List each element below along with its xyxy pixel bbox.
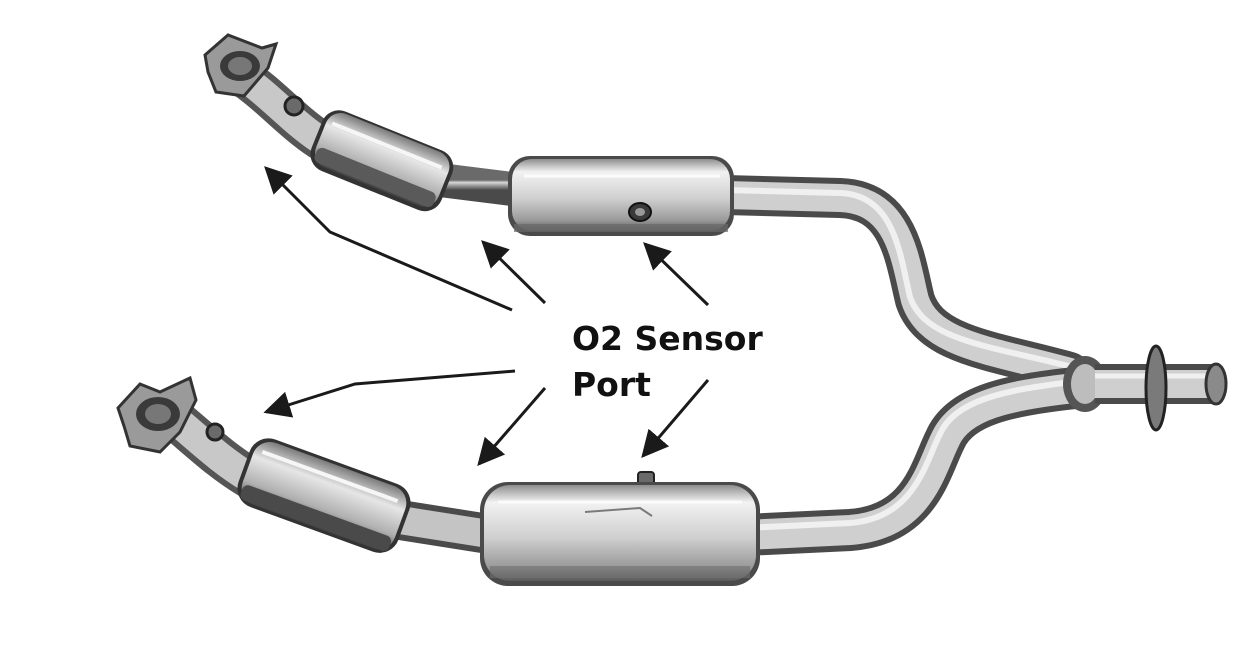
arrow-upper-resonator <box>643 242 710 307</box>
upper-inlet-sensor-boss <box>283 95 305 117</box>
callout-arrows <box>263 166 710 467</box>
upper-branch <box>203 33 1090 392</box>
lower-catalytic-converter <box>237 438 411 553</box>
label-line-2: Port <box>572 365 651 404</box>
arrow-lower-converter <box>641 379 710 459</box>
o2-sensor-port-label: O2 Sensor Port <box>572 316 763 408</box>
arrow-upper-catalyst <box>481 240 547 305</box>
arrow-upper-inlet <box>264 166 513 312</box>
label-line-1: O2 Sensor <box>572 319 763 358</box>
lower-inlet-sensor-boss <box>205 422 225 442</box>
upper-flange <box>203 33 279 98</box>
lower-flange <box>116 375 198 454</box>
lower-branch <box>116 367 1096 586</box>
upper-resonator <box>508 156 734 236</box>
outlet-end <box>1204 362 1228 406</box>
arrow-lower-inlet <box>263 369 516 418</box>
upper-pipe-left <box>423 163 537 207</box>
lower-main-converter <box>480 471 760 586</box>
y-collector <box>1063 344 1228 432</box>
arrow-lower-catalyst <box>477 387 547 467</box>
upper-catalytic-converter <box>310 110 454 212</box>
outlet-flange <box>1144 344 1168 432</box>
